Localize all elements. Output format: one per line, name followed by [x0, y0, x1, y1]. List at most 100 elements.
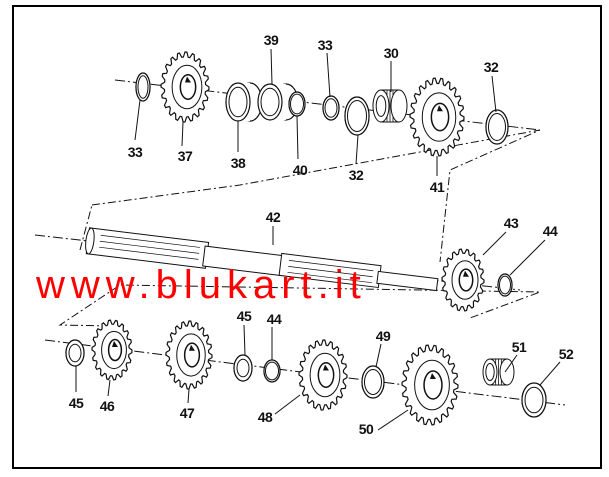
ring-inner	[347, 100, 367, 132]
plane-edge	[79, 204, 93, 251]
circlip-33	[135, 72, 151, 102]
thrust-washer-52	[521, 382, 547, 418]
spline	[288, 260, 374, 272]
leader-line	[355, 134, 359, 165]
gear-bore	[423, 370, 443, 400]
bore-shading	[437, 105, 443, 112]
part-label-52: 52	[559, 346, 574, 362]
gear-hub	[171, 64, 203, 110]
leader-line	[134, 99, 141, 141]
lower-axis	[44, 339, 566, 406]
part-label-41: 41	[430, 179, 445, 195]
washer-32b	[485, 109, 509, 145]
leader-line	[243, 324, 246, 356]
part-label-49: 49	[376, 328, 391, 344]
bore-shading	[323, 364, 329, 371]
ring-inner	[488, 113, 506, 141]
gear-hub	[309, 352, 341, 398]
part-label-38: 38	[231, 155, 246, 171]
gear-bore	[179, 74, 197, 100]
leader-line	[326, 52, 331, 98]
ring-inner	[524, 386, 544, 414]
bore-shading	[112, 341, 118, 347]
part-label-42: 42	[266, 209, 281, 225]
leader-line	[296, 115, 299, 160]
gear-41	[409, 77, 465, 157]
part-label-47: 47	[180, 405, 195, 421]
gear-bore	[183, 342, 201, 368]
part-label-32: 32	[484, 59, 499, 75]
part-label-46: 46	[100, 398, 115, 414]
leader-line	[482, 231, 507, 256]
leader-line	[187, 388, 190, 404]
diagram-frame	[12, 5, 602, 469]
leader-line	[377, 409, 409, 431]
leader-line	[509, 239, 546, 276]
ring-inner	[290, 93, 304, 115]
o-ring-40	[288, 91, 306, 117]
circlip-44b	[263, 359, 281, 383]
part-label-50: 50	[359, 421, 374, 437]
circlip-33b	[322, 95, 340, 121]
spline	[287, 271, 372, 284]
shaft-end	[85, 227, 95, 255]
leader-line	[504, 354, 518, 373]
bushing-38	[225, 82, 263, 122]
gear-50	[401, 344, 459, 426]
leader-line	[491, 75, 497, 113]
leader-line	[270, 48, 273, 85]
part-label-40: 40	[293, 162, 308, 178]
bore-shading	[463, 270, 469, 277]
upper-axis	[114, 79, 541, 131]
leader-line	[539, 361, 561, 386]
gear-bore	[317, 362, 335, 388]
gear-hub	[101, 330, 127, 370]
leader-line	[181, 121, 184, 147]
part-label-44: 44	[543, 223, 558, 239]
ring-inner	[364, 369, 382, 395]
ring-inner	[68, 343, 82, 363]
part-label-44: 44	[267, 311, 282, 327]
lower-plane-outline	[58, 284, 541, 327]
gear-hub	[176, 333, 206, 377]
ring-inner	[137, 75, 149, 99]
part-label-32: 32	[349, 167, 364, 183]
gear-bore	[458, 268, 474, 292]
gear-hub	[421, 92, 457, 142]
part-label-51: 51	[512, 339, 527, 355]
gear-bore	[107, 338, 123, 362]
circlip-44	[497, 273, 513, 297]
part-label-45: 45	[237, 308, 252, 324]
part-label-33: 33	[128, 144, 143, 160]
splined-washer-45	[65, 339, 85, 367]
ring-inner	[260, 87, 280, 117]
ring-inner	[265, 361, 279, 381]
leader-line	[274, 394, 301, 415]
ring-inner	[324, 98, 338, 118]
ring-inner	[228, 86, 248, 118]
part-label-39: 39	[264, 32, 279, 48]
gear-48	[298, 339, 348, 411]
ring-inner	[499, 275, 511, 295]
splined-washer-45b	[233, 354, 253, 382]
spline	[288, 266, 373, 278]
main-shaft	[85, 227, 439, 292]
part-label-30: 30	[384, 45, 399, 61]
watermark: www.blukart.it	[35, 263, 367, 307]
part-label-43: 43	[504, 215, 519, 231]
gear-hub	[414, 359, 450, 411]
needle-bearing-51	[482, 358, 515, 386]
gear-43	[441, 248, 485, 312]
sprocket-37	[160, 51, 210, 123]
bore-shading	[185, 76, 191, 83]
part-label-37: 37	[178, 148, 193, 164]
needle-bearing-30	[372, 89, 408, 123]
bore-shading	[189, 344, 195, 351]
part-label-48: 48	[258, 409, 273, 425]
leader-line	[375, 343, 382, 368]
spline	[99, 246, 199, 260]
parts	[65, 51, 547, 426]
gear-bore	[430, 102, 450, 132]
